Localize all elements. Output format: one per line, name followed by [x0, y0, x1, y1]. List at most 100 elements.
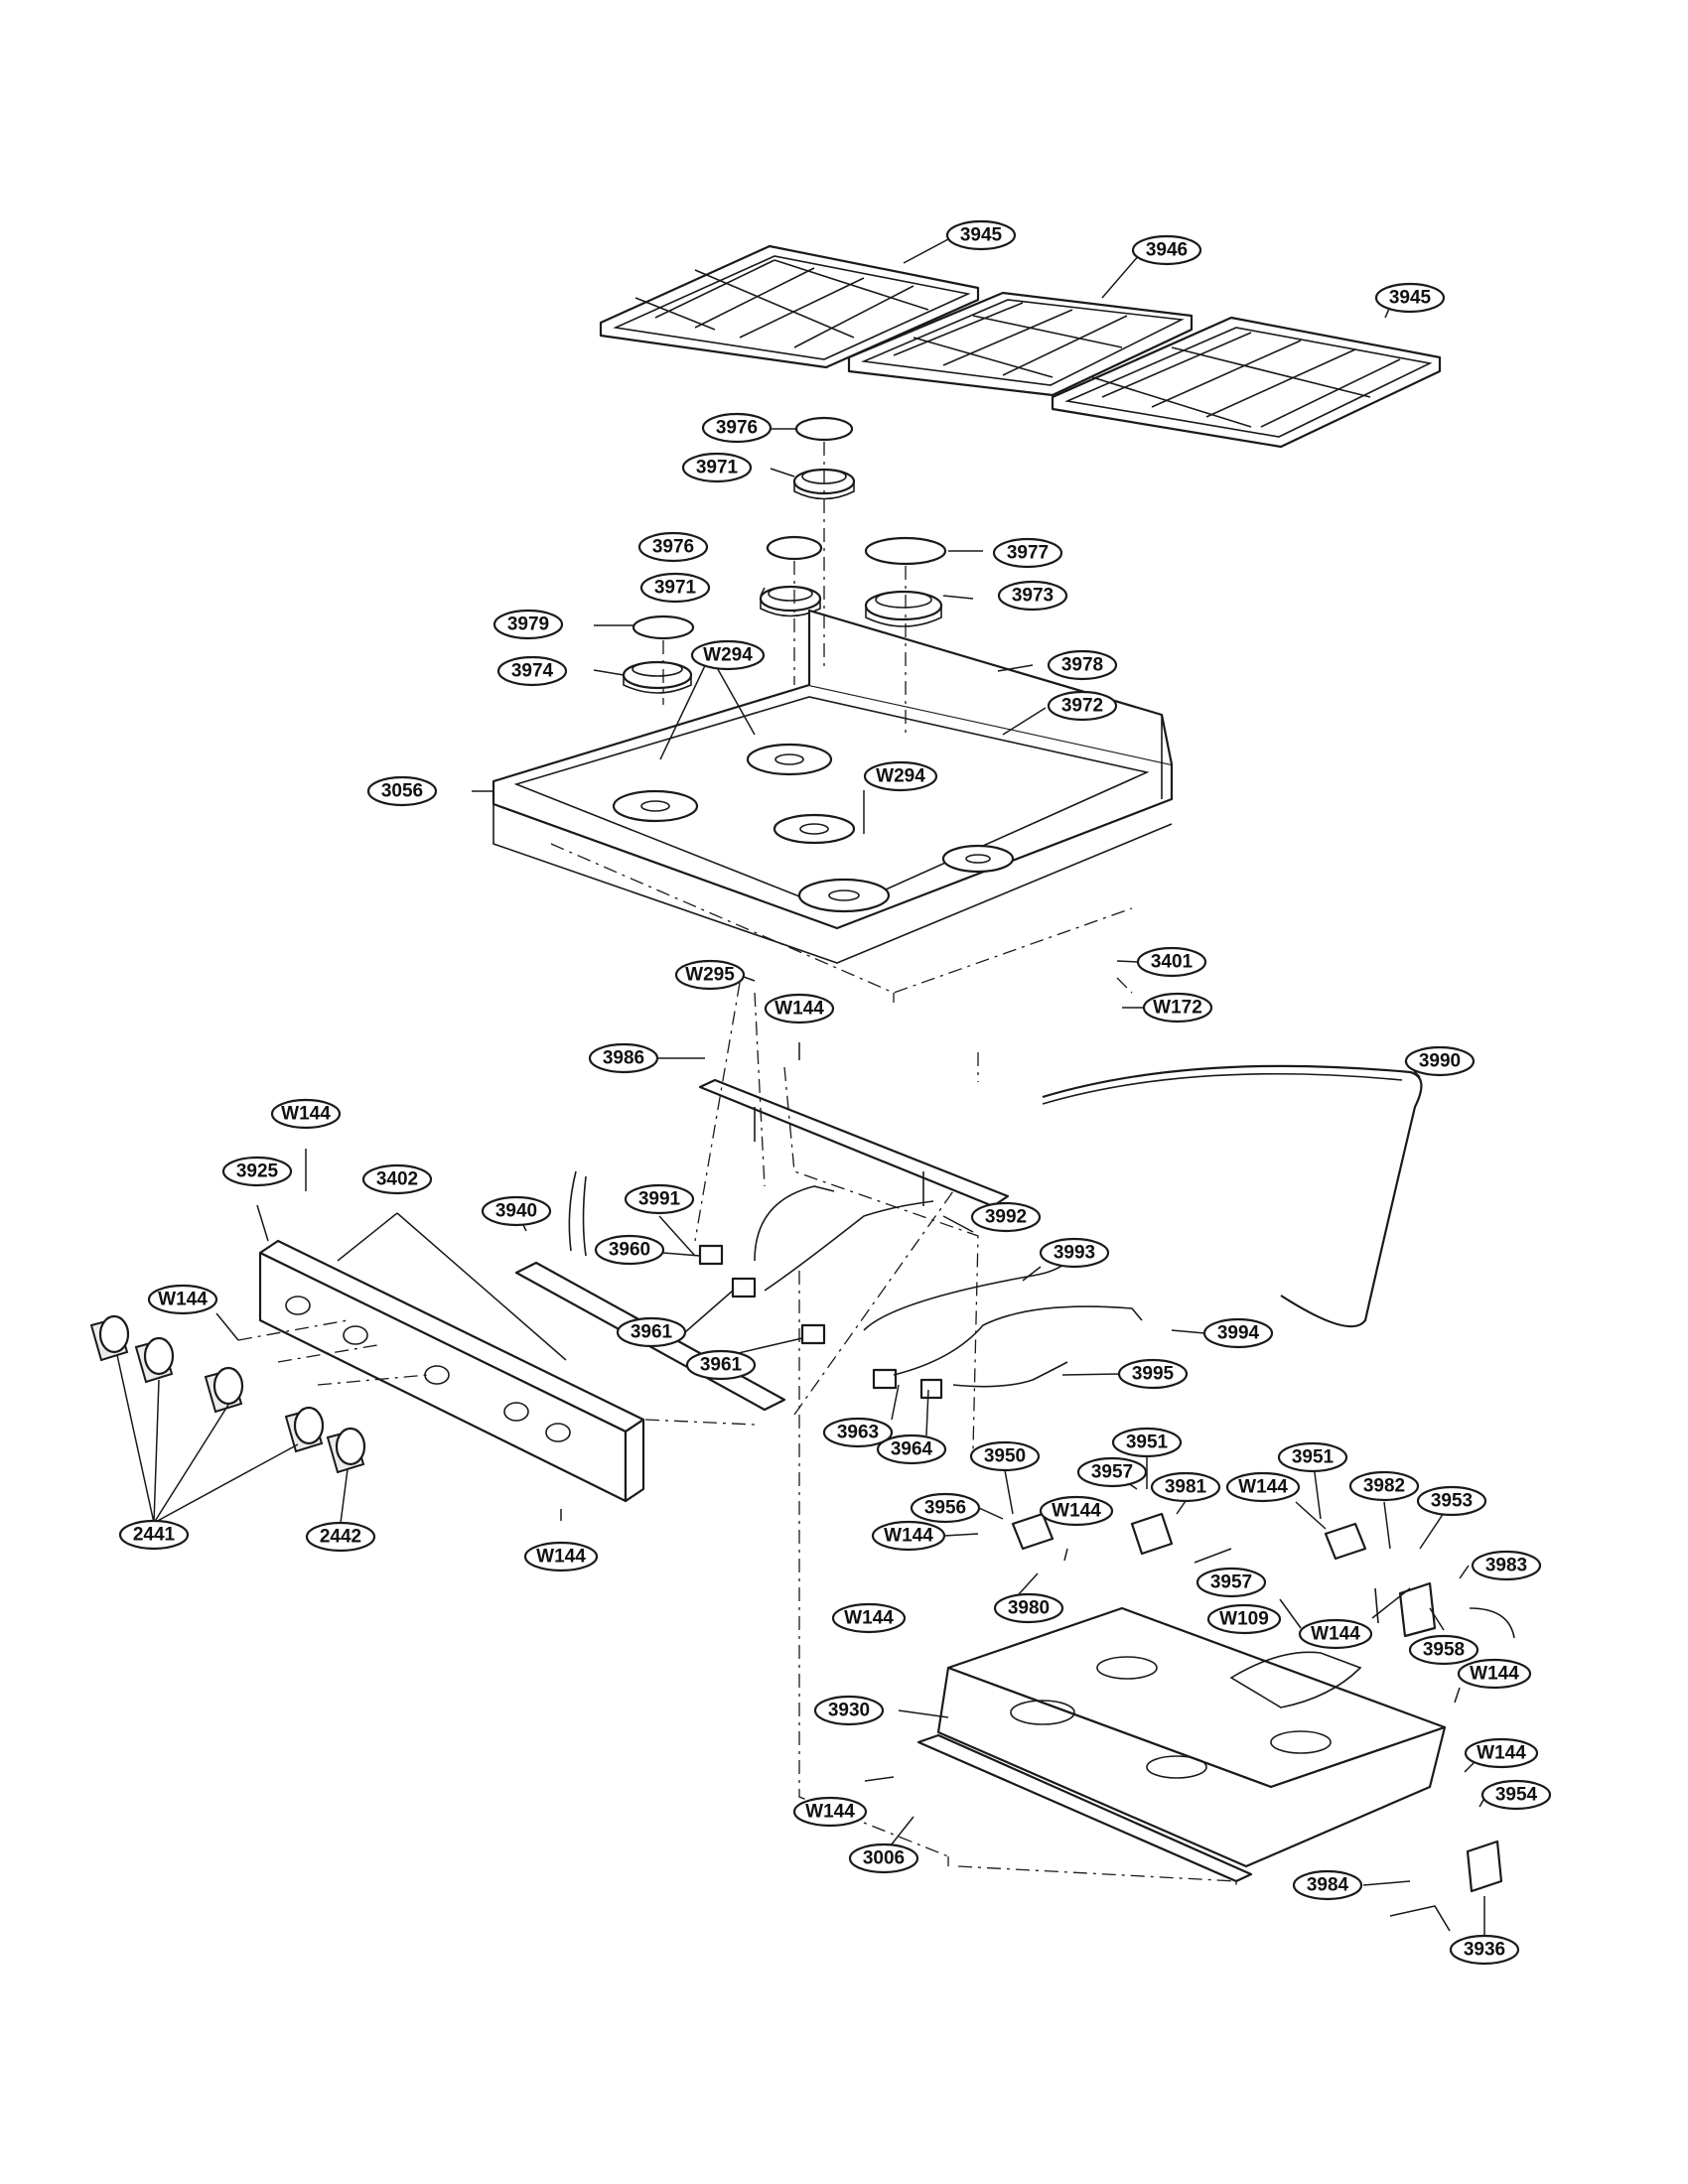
svg-text:3991: 3991	[638, 1189, 681, 1210]
svg-text:W144: W144	[1311, 1624, 1360, 1645]
svg-text:3986: 3986	[603, 1048, 644, 1069]
part-callout: 3974	[496, 655, 568, 687]
svg-text:3950: 3950	[984, 1446, 1026, 1467]
part-callout: 3056	[366, 775, 438, 807]
part-callout: 3971	[681, 452, 753, 483]
svg-text:3992: 3992	[985, 1207, 1027, 1228]
svg-text:W144: W144	[884, 1526, 933, 1547]
cooktop	[492, 609, 1174, 964]
svg-text:3945: 3945	[960, 225, 1003, 246]
svg-text:3982: 3982	[1363, 1476, 1405, 1497]
svg-text:W294: W294	[703, 645, 753, 666]
part-callout: W144	[764, 993, 835, 1024]
svg-text:W295: W295	[685, 965, 735, 986]
svg-text:3951: 3951	[1292, 1447, 1335, 1468]
part-callout: 3971	[639, 572, 711, 604]
part-callout: W295	[674, 959, 746, 991]
part-callout: 3990	[1404, 1045, 1476, 1077]
svg-text:3957: 3957	[1091, 1462, 1133, 1483]
svg-text:3925: 3925	[236, 1161, 279, 1182]
svg-text:3993: 3993	[1054, 1243, 1095, 1264]
part-callout: 2442	[305, 1521, 376, 1553]
part-callout: 3992	[970, 1201, 1042, 1233]
part-callout: 3950	[969, 1440, 1041, 1472]
svg-text:W144: W144	[1052, 1501, 1101, 1522]
part-callout: 3977	[992, 537, 1063, 569]
part-callout: 3982	[1348, 1470, 1420, 1502]
svg-text:3402: 3402	[376, 1169, 418, 1190]
part-callout: W109	[1206, 1603, 1282, 1635]
svg-text:3972: 3972	[1061, 696, 1103, 717]
svg-text:W144: W144	[158, 1290, 208, 1310]
svg-text:3973: 3973	[1012, 586, 1054, 607]
svg-text:3954: 3954	[1495, 1785, 1538, 1806]
part-callout: 3973	[997, 580, 1068, 612]
part-callout: 3946	[1131, 234, 1202, 266]
part-callout: 3961	[685, 1349, 757, 1381]
part-callout: 3979	[492, 609, 564, 640]
svg-text:3936: 3936	[1464, 1940, 1505, 1961]
svg-text:3971: 3971	[696, 458, 739, 478]
svg-text:W294: W294	[876, 766, 925, 787]
svg-text:W144: W144	[1470, 1664, 1519, 1685]
svg-text:2442: 2442	[320, 1527, 361, 1548]
svg-text:3951: 3951	[1126, 1433, 1169, 1453]
part-callout: 3006	[848, 1843, 919, 1874]
svg-text:3964: 3964	[891, 1439, 933, 1460]
part-callout: 3402	[361, 1163, 433, 1195]
svg-text:3994: 3994	[1217, 1323, 1260, 1344]
part-callout: 3945	[1374, 282, 1446, 314]
part-callout: 3995	[1117, 1358, 1189, 1390]
part-callout: W144	[1457, 1658, 1532, 1690]
grate-center	[847, 291, 1194, 397]
part-callout: 3980	[993, 1592, 1064, 1624]
part-callout: 3401	[1136, 946, 1207, 978]
control-knobs	[89, 1314, 366, 1474]
leader-lines	[116, 238, 1487, 1936]
part-callout: 3940	[481, 1195, 552, 1227]
part-callout: 3925	[221, 1156, 293, 1187]
svg-text:3977: 3977	[1007, 543, 1049, 564]
svg-text:3953: 3953	[1431, 1491, 1473, 1512]
part-callout: 3945	[945, 219, 1017, 251]
svg-text:W144: W144	[844, 1608, 894, 1629]
svg-text:3946: 3946	[1146, 240, 1188, 261]
part-callout: 3983	[1471, 1550, 1542, 1581]
part-callout: 2441	[118, 1519, 190, 1551]
part-callout: 3957	[1196, 1567, 1267, 1598]
svg-text:3990: 3990	[1419, 1051, 1461, 1072]
part-callout: 3954	[1480, 1779, 1552, 1811]
part-callout: W294	[690, 639, 766, 671]
part-callout: W144	[1298, 1618, 1373, 1650]
svg-text:3974: 3974	[511, 661, 554, 682]
part-callout: 3960	[594, 1234, 665, 1266]
part-callout: 3994	[1202, 1317, 1274, 1349]
grate-left	[599, 244, 980, 369]
svg-text:3956: 3956	[924, 1498, 966, 1519]
svg-text:2441: 2441	[133, 1525, 176, 1546]
igniters-and-valves	[1011, 1512, 1515, 1932]
valve-manifold	[514, 1170, 1143, 1412]
svg-text:W144: W144	[281, 1104, 331, 1125]
svg-text:W144: W144	[774, 999, 824, 1020]
part-callout: 3951	[1277, 1441, 1348, 1473]
part-callout: 3976	[701, 412, 773, 444]
part-callout: 3986	[588, 1042, 659, 1074]
part-callout: W144	[1225, 1471, 1301, 1503]
part-callout: 3953	[1416, 1485, 1487, 1517]
part-callout: 3972	[1047, 690, 1118, 722]
svg-text:3961: 3961	[700, 1355, 743, 1376]
svg-text:3980: 3980	[1008, 1598, 1050, 1619]
svg-text:W144: W144	[1477, 1743, 1526, 1764]
part-callout: W144	[1464, 1737, 1539, 1769]
part-callout: 3993	[1039, 1237, 1110, 1269]
svg-text:3995: 3995	[1132, 1364, 1175, 1385]
svg-text:W144: W144	[536, 1547, 586, 1568]
svg-text:3056: 3056	[381, 781, 423, 802]
part-callout: 3963	[822, 1417, 894, 1448]
svg-text:W144: W144	[805, 1802, 855, 1823]
part-callout: 3930	[813, 1695, 885, 1726]
svg-text:3401: 3401	[1151, 952, 1194, 973]
svg-text:3981: 3981	[1165, 1477, 1207, 1498]
manifold-bracket	[698, 1078, 1010, 1208]
